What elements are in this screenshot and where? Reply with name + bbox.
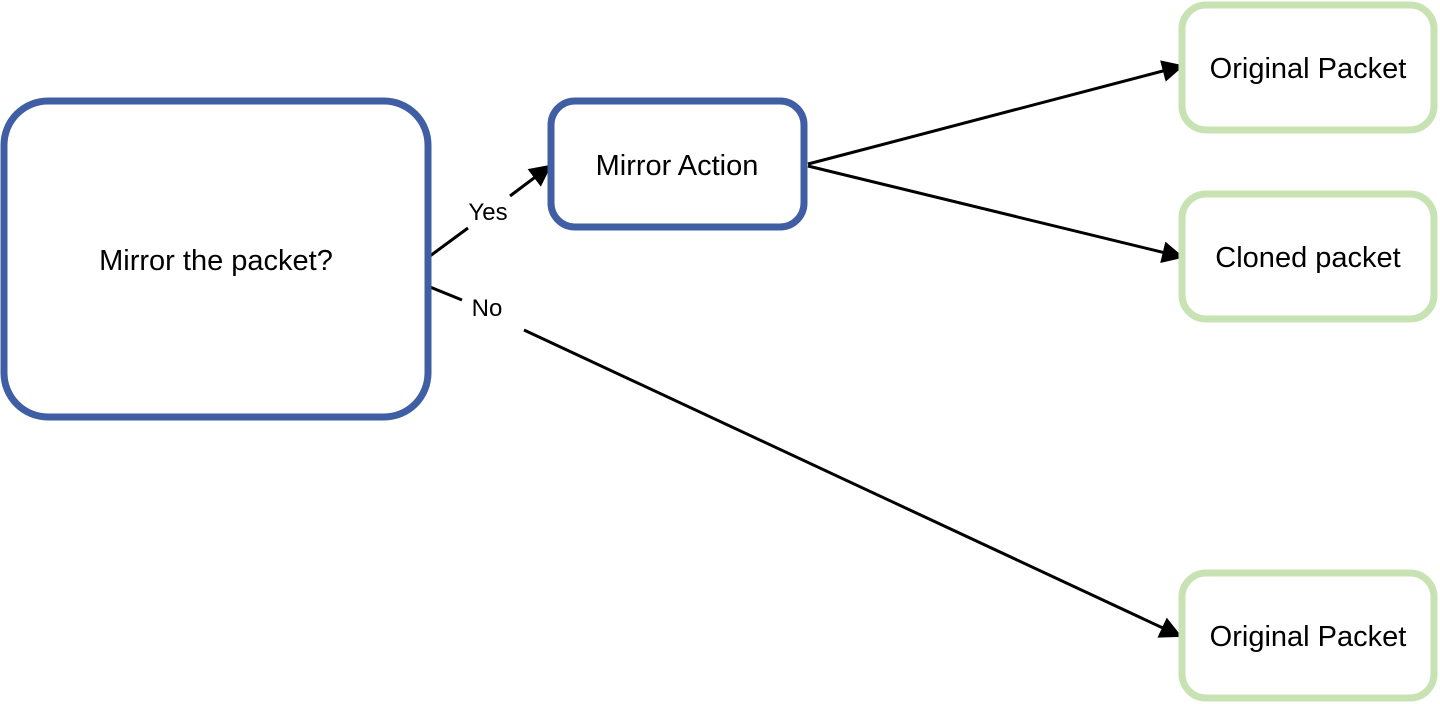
cloned-packet-label: Cloned packet bbox=[1215, 242, 1400, 274]
original-packet-bottom-node: Original Packet bbox=[1178, 569, 1438, 702]
edge-label-no: No bbox=[472, 295, 503, 322]
mirror-action-node: Mirror Action bbox=[547, 97, 808, 231]
original-packet-bottom-label: Original Packet bbox=[1210, 621, 1407, 653]
edge-no-arrow bbox=[523, 328, 1182, 638]
edge-to-original-packet bbox=[807, 60, 1185, 166]
edge-yes-arrow bbox=[509, 164, 552, 198]
decision-node: Mirror the packet? bbox=[0, 97, 432, 421]
edge-to-cloned-packet bbox=[807, 164, 1185, 264]
original-packet-top-label: Original Packet bbox=[1210, 53, 1407, 85]
decision-node-label: Mirror the packet? bbox=[99, 245, 333, 277]
cloned-packet-node: Cloned packet bbox=[1178, 190, 1438, 323]
original-packet-top-node: Original Packet bbox=[1178, 1, 1438, 134]
mirror-action-node-label: Mirror Action bbox=[596, 150, 759, 182]
edge-no-segment-1 bbox=[429, 285, 463, 302]
edge-yes-segment-1 bbox=[429, 226, 469, 258]
edge-label-yes: Yes bbox=[468, 199, 507, 226]
edges bbox=[429, 60, 1185, 638]
